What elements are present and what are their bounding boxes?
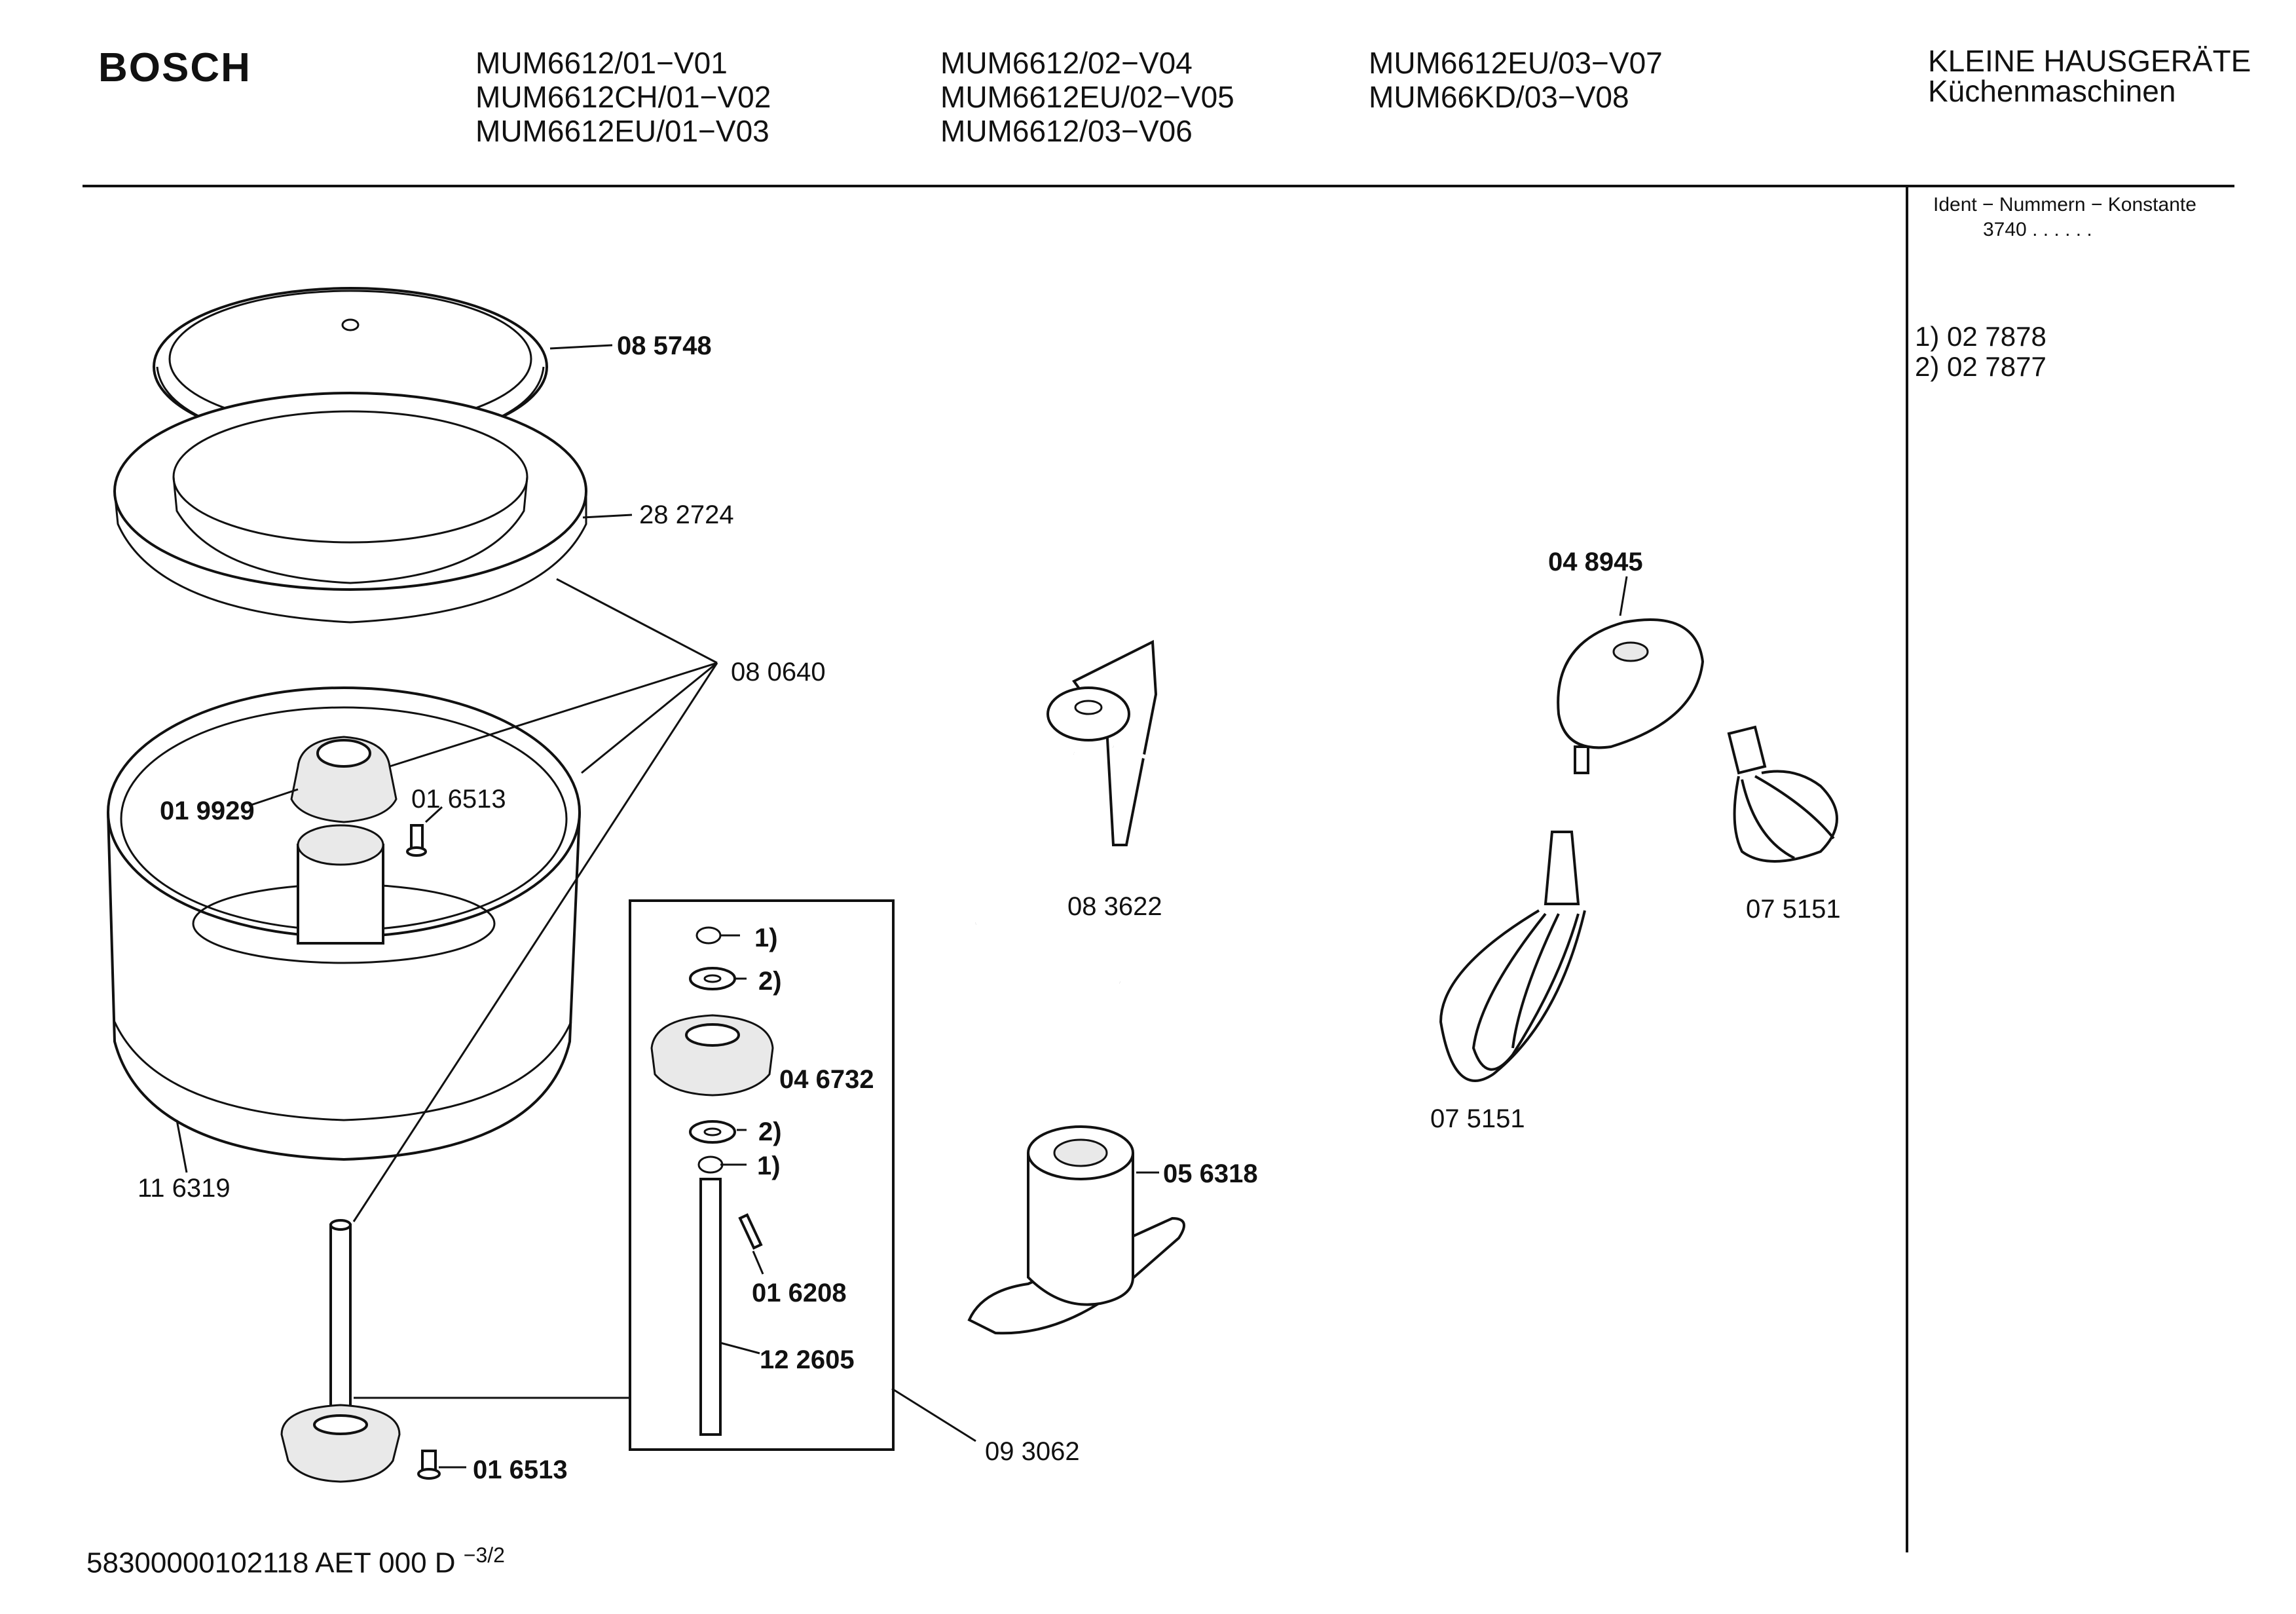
small-whisk-drawing — [1727, 725, 1838, 863]
category-title: KLEINE HAUSGERÄTE — [1928, 44, 2251, 78]
inset-parts-drawing — [650, 926, 774, 1436]
leader-lines — [176, 344, 1628, 1469]
mixing-bowl-drawing — [107, 686, 581, 1161]
part-label-016208: 01 6208 — [752, 1279, 847, 1307]
model-number: MUM6612EU/03−V07 — [1369, 46, 1663, 80]
part-label-056318: 05 6318 — [1163, 1159, 1258, 1188]
part-label-046732: 04 6732 — [779, 1065, 874, 1094]
footnote-2: 2) 02 7877 — [1915, 351, 2046, 382]
part-label-016513-top: 01 6513 — [411, 785, 506, 814]
model-number: MUM6612EU/01−V03 — [475, 114, 769, 148]
part-label-075151-small: 07 5151 — [1746, 895, 1841, 924]
whisk-cap-drawing — [1557, 618, 1705, 774]
note-marker-1-bottom: 1) — [757, 1152, 781, 1180]
part-label-116319: 11 6319 — [138, 1174, 231, 1203]
note-marker-1-top: 1) — [754, 924, 778, 952]
model-number: MUM6612/01−V01 — [475, 46, 728, 80]
ident-title: Ident − Nummern − Konstante — [1933, 194, 2196, 216]
model-number: MUM6612/03−V06 — [940, 114, 1193, 148]
part-label-019929: 01 9929 — [160, 797, 255, 825]
note-marker-2-top: 2) — [758, 967, 782, 996]
kneading-blade-drawing — [967, 1125, 1185, 1335]
balloon-whisk-drawing — [1439, 831, 1586, 1082]
document-code: 58300000102118 AET 000 D −3/2 — [86, 1543, 505, 1580]
part-label-093062: 09 3062 — [985, 1437, 1080, 1466]
part-label-282724: 28 2724 — [639, 500, 734, 529]
part-label-016513-bottom: 01 6513 — [473, 1455, 568, 1484]
footnote-1: 1) 02 7878 — [1915, 321, 2046, 352]
model-number: MUM6612EU/02−V05 — [940, 80, 1234, 114]
part-label-122605: 12 2605 — [760, 1345, 855, 1374]
part-label-075151-large: 07 5151 — [1430, 1104, 1525, 1133]
model-number: MUM66KD/03−V08 — [1369, 80, 1629, 114]
model-number: MUM6612CH/01−V02 — [475, 80, 771, 114]
part-label-080640: 08 0640 — [731, 658, 826, 686]
ident-value: 3740 . . . . . . — [1983, 219, 2092, 240]
part-label-085748: 08 5748 — [617, 331, 712, 360]
model-list-col2: MUM6612/02−V04 MUM6612EU/02−V05 MUM6612/… — [940, 46, 1234, 148]
detail-inset-box — [629, 899, 895, 1451]
part-label-048945: 04 8945 — [1548, 548, 1643, 576]
model-number: MUM6612/02−V04 — [940, 46, 1193, 80]
part-label-083622: 08 3622 — [1067, 892, 1162, 921]
document-code-text: 58300000102118 AET 000 D — [86, 1547, 464, 1579]
category-subtitle: Küchenmaschinen — [1928, 74, 2176, 108]
note-marker-2-bottom: 2) — [758, 1117, 782, 1146]
page-indicator: −3/2 — [463, 1543, 505, 1567]
model-list-col1: MUM6612/01−V01 MUM6612CH/01−V02 MUM6612E… — [475, 46, 771, 148]
dough-hook-drawing — [914, 639, 1255, 1014]
splash-ring-drawing — [113, 392, 587, 624]
model-list-col3: MUM6612EU/03−V07 MUM66KD/03−V08 — [1369, 46, 1663, 114]
drive-shaft-drawing — [280, 1219, 441, 1483]
brand-logo: BOSCH — [98, 45, 251, 90]
category-block: KLEINE HAUSGERÄTE Küchenmaschinen — [1928, 46, 2251, 106]
